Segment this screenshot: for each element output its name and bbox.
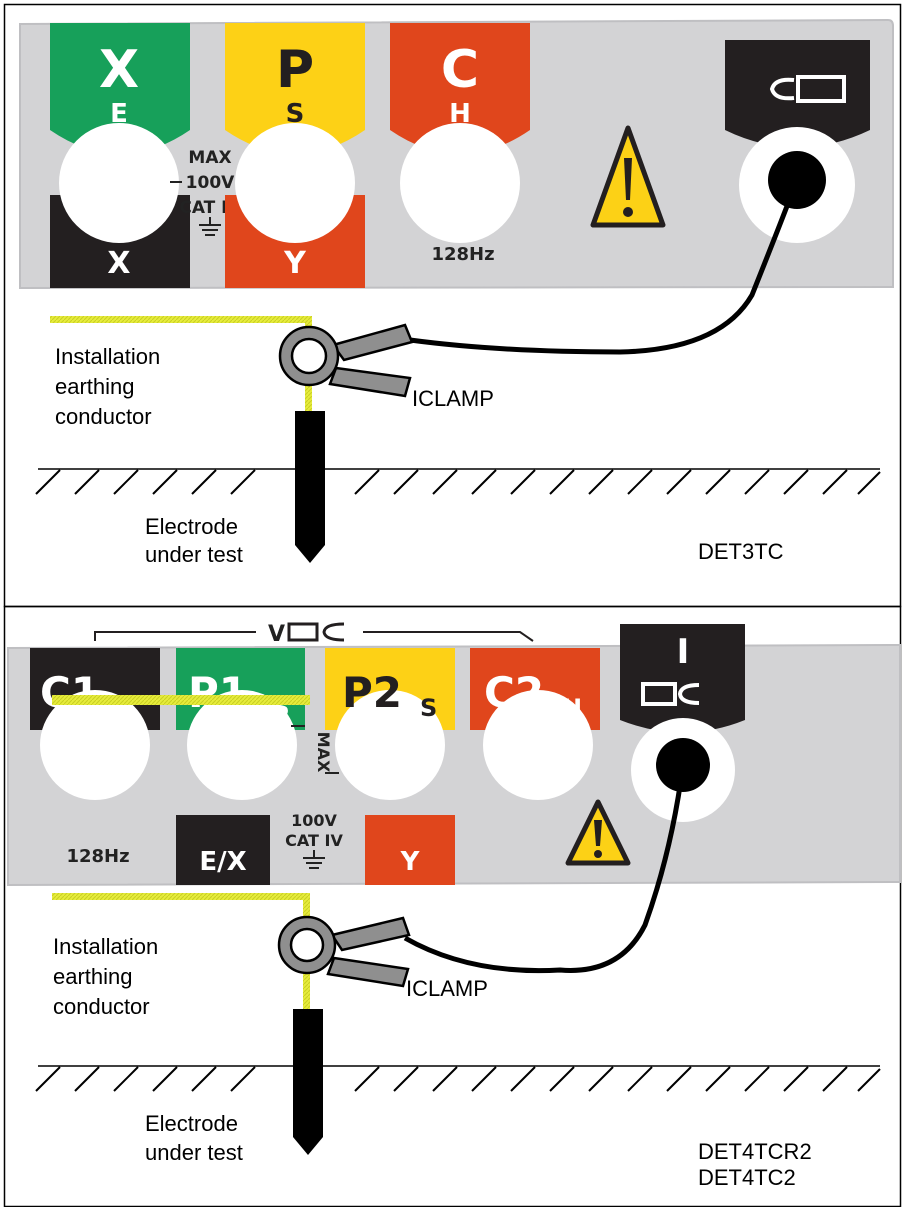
frequency-text-2: 128Hz <box>66 846 129 867</box>
warning-icon <box>590 125 666 228</box>
terminal-i-label: I <box>677 632 690 672</box>
frequency-text: 128Hz <box>431 244 494 265</box>
diagram1: X E X MAX 100V CAT IV P S Y <box>19 18 894 567</box>
electrode-label-line1: Electrode <box>145 514 238 539</box>
terminal-c: C H 128Hz <box>390 23 530 265</box>
category-text-2: CAT IV <box>285 831 343 850</box>
electrode-2 <box>293 1009 323 1155</box>
earthing-label-2-line1: Installation <box>53 934 158 959</box>
clamp-icon <box>769 75 846 103</box>
earthing-label-line2: earthing <box>55 374 135 399</box>
max-vertical-text: MAX <box>314 732 333 773</box>
terminal-p-label: P <box>276 40 314 100</box>
voltage-text-2: 100V <box>291 811 337 830</box>
earthing-label-line1: Installation <box>55 344 160 369</box>
terminal-p2-sub: S <box>420 694 437 722</box>
terminal-y-label-2: Y <box>400 847 421 877</box>
terminal-p2-label: P2 <box>342 668 402 717</box>
terminal-s-label: S <box>286 99 305 129</box>
ground-icon <box>199 217 221 236</box>
terminal-c2-label: C2 <box>484 668 544 717</box>
terminal-c2: C2 H <box>470 648 600 800</box>
earthing-conductor-2-vertical <box>303 698 310 699</box>
earthing-label-line3: conductor <box>55 404 152 429</box>
warning-icon-2 <box>565 799 631 866</box>
terminal-c2-sub: H <box>562 694 582 722</box>
terminal-c-label: C <box>441 40 479 100</box>
max-text: MAX <box>188 148 231 168</box>
terminal-c1: C1 E 128Hz <box>30 648 160 867</box>
current-clamp <box>278 323 414 398</box>
ground-hatching <box>35 469 881 495</box>
terminal-h-label: H <box>449 99 471 129</box>
clamp-socket-2: I <box>620 624 745 822</box>
max-rating-2: MAX 100V CAT IV <box>285 725 343 869</box>
terminal-e-label: E <box>110 99 128 129</box>
clamp-icon-2 <box>641 682 700 706</box>
terminal-p1: P1 ES E/X <box>176 648 305 885</box>
voltage-text: 100V <box>186 173 235 193</box>
earthing-wire-2 <box>52 893 310 900</box>
model-label-2-line2: DET4TC2 <box>698 1165 796 1190</box>
electrode <box>295 411 325 563</box>
earthing-conductor-2-horizontal <box>52 698 310 705</box>
electrode-label-line2: under test <box>145 542 243 567</box>
clamp-label-2: ICLAMP <box>406 976 488 1001</box>
clamp-cable <box>409 179 800 355</box>
model-label-2-line1: DET4TCR2 <box>698 1139 812 1164</box>
current-clamp-2 <box>277 915 411 988</box>
diagram2-lower: Installation earthing conductor ICLAMP E… <box>35 764 881 1190</box>
terminal-y-label: Y <box>283 246 307 281</box>
earthing-conductor <box>50 316 312 323</box>
terminal-p2: P2 S Y <box>325 648 455 885</box>
voltage-bracket <box>94 622 534 642</box>
clamp-cable-2 <box>403 764 686 974</box>
ground-icon-2 <box>303 850 325 869</box>
earthing-label-2-line2: earthing <box>53 964 133 989</box>
terminal-x: X E X <box>50 23 190 288</box>
electrode-label-2-line2: under test <box>145 1140 243 1165</box>
ground-hatching-2 <box>35 1066 881 1092</box>
terminal-x-bottom-label: X <box>107 246 130 281</box>
terminal-c1-label: C1 <box>40 668 100 717</box>
earthing-label-2-line3: conductor <box>53 994 150 1019</box>
clamp-label: ICLAMP <box>412 386 494 411</box>
model-label: DET3TC <box>698 539 784 564</box>
terminal-p1-label: P1 <box>188 668 248 717</box>
terminal-x-label: X <box>99 40 139 100</box>
diagram2: V C1 E 128Hz P1 ES E/X MAX 100V CAT IV <box>7 622 901 887</box>
terminal-p: P S Y <box>225 23 365 288</box>
electrode-label-2-line1: Electrode <box>145 1111 238 1136</box>
terminal-ex-label: E/X <box>199 847 246 877</box>
bracket-v-label: V <box>268 622 285 647</box>
